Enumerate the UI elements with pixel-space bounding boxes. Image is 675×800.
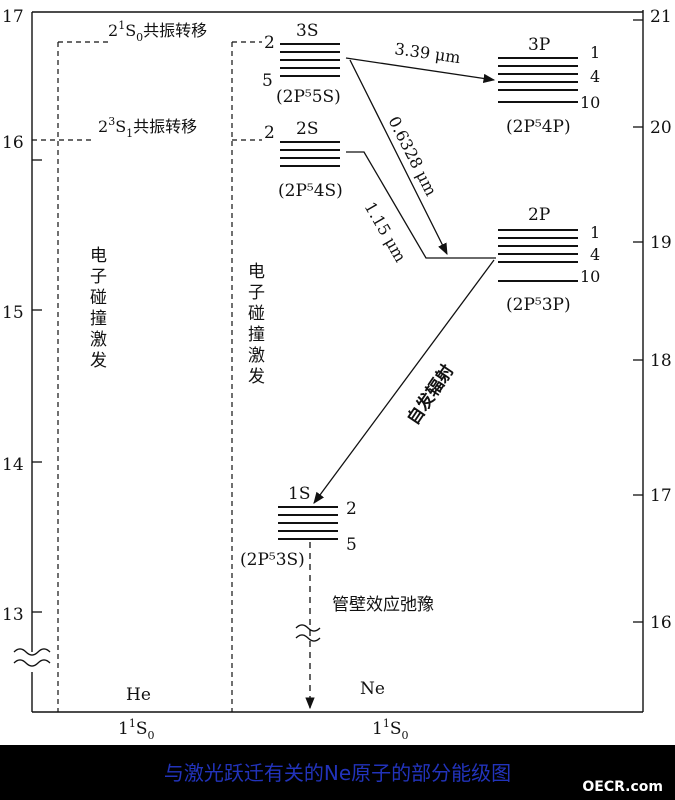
he-triplet-transfer-label: 23S1共振转移 [98,115,197,140]
transition-1-15um-arrow [346,151,496,259]
left-tick-label: 14 [2,455,24,475]
right-tick-label: 20 [650,118,672,138]
transition-arrows [305,57,496,710]
transition-3-39um-arrow [345,57,496,84]
right-tick-label: 21 [650,7,672,27]
left-tick-label: 16 [2,133,24,153]
left-tick-label: 13 [2,605,24,625]
caption-bar [0,745,675,800]
right-tick-label: 17 [650,486,672,506]
left-axis-break [13,648,51,667]
left-tick-label: 17 [2,7,24,27]
right-tick-label: 18 [650,351,672,371]
ne-excitation-label: 电子碰撞激发 [244,262,265,388]
figure-caption: 与激光跃迁有关的Ne原子的部分能级图 [163,761,512,785]
left-tick-label: 15 [2,303,24,323]
level-2p-config: (2P⁵3P) [506,295,571,315]
left-axis-ticks [32,159,42,613]
ne-axis-break [295,624,321,642]
level-3s: 3S 2 5 (2P⁵5S) [262,21,341,107]
he-ground-state: 11S0 [118,717,154,742]
level-1s-top-index: 2 [346,499,357,519]
level-1s-name: 1S [288,484,310,504]
he-singlet-transfer-label: 21S0共振转移 [108,19,207,44]
right-axis-ticks [633,19,643,623]
level-3p-name: 3P [528,35,550,55]
level-3p-index-10: 10 [580,93,600,112]
level-1s-bottom-index: 5 [346,535,357,555]
level-3p: 3P 1 4 10 (2P⁵4P) [498,35,600,137]
level-3s-top-index: 2 [264,33,275,53]
level-2p: 2P 1 4 10 (2P⁵3P) [498,205,600,315]
level-2p-index-1: 1 [590,223,600,242]
he-excitation-label: 电子碰撞激发 [86,246,107,372]
level-2p-name: 2P [528,205,550,225]
he-ground-label: He [126,685,151,705]
level-3s-bottom-index: 5 [262,71,273,91]
right-axis-labels: 21 20 19 18 17 16 [650,7,672,633]
ne-ground-label: Ne [360,679,385,699]
level-3s-name: 3S [296,21,318,41]
level-3p-config: (2P⁵4P) [506,117,571,137]
transition-3-39um-label: 3.39 μm [393,39,461,67]
level-2s: 2S 2 (2P⁵4S) [264,119,343,201]
level-2s-config: (2P⁵4S) [278,181,343,201]
he-dashed-lines [32,41,262,712]
level-1s: 1S 2 5 (2P⁵3S) [240,484,357,570]
level-3p-index-1: 1 [590,43,600,62]
wall-relaxation-label: 管壁效应弛豫 [332,595,434,615]
level-2p-index-4: 4 [590,245,600,264]
ne-ground-state: 11S0 [372,717,408,742]
transition-1-15um-label: 1.15 μm [361,199,411,266]
right-tick-label: 19 [650,233,672,253]
level-2p-index-10: 10 [580,267,600,286]
level-2s-name: 2S [296,119,318,139]
level-3s-config: (2P⁵5S) [276,87,341,107]
site-watermark: OECR.com [582,779,663,795]
spontaneous-emission-arrow [313,259,495,504]
right-tick-label: 16 [650,613,672,633]
level-2s-top-index: 2 [264,123,275,143]
level-3p-index-4: 4 [590,67,600,86]
transition-0-6328um-arrow [349,59,448,256]
left-axis-labels: 17 16 15 14 13 [2,7,24,625]
level-1s-config: (2P⁵3S) [240,550,305,570]
